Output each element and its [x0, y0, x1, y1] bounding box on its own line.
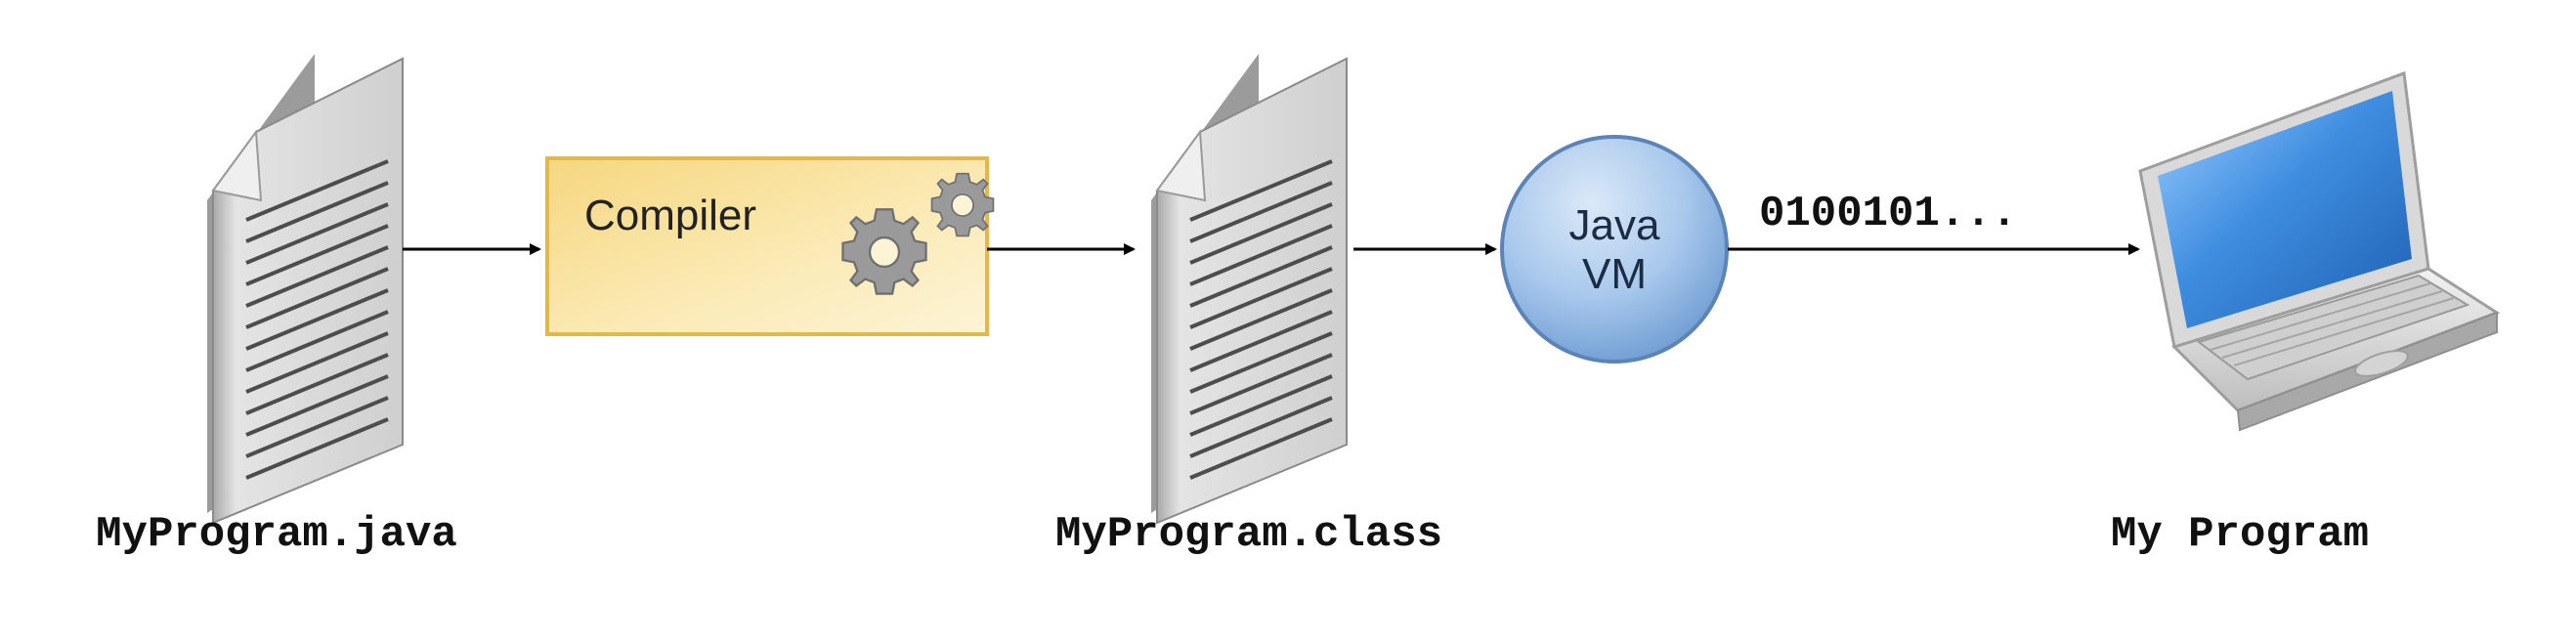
class-file-label: MyProgram.class: [1055, 510, 1442, 559]
compiler-label: Compiler: [584, 192, 756, 239]
source-file-label: MyProgram.java: [96, 510, 457, 559]
binary-output-label: 0100101...: [1759, 190, 2017, 238]
source-file-document-icon: [205, 52, 405, 525]
laptop-label: My Program: [2111, 510, 2369, 559]
java-vm-label-line2: VM: [1582, 250, 1647, 298]
class-file-document-icon: [1149, 52, 1349, 525]
compiler-box: Compiler: [545, 156, 995, 336]
laptop-icon: [2138, 70, 2501, 432]
java-vm-label-line1: Java: [1569, 201, 1660, 249]
java-vm-circle: Java VM: [1500, 135, 1729, 364]
